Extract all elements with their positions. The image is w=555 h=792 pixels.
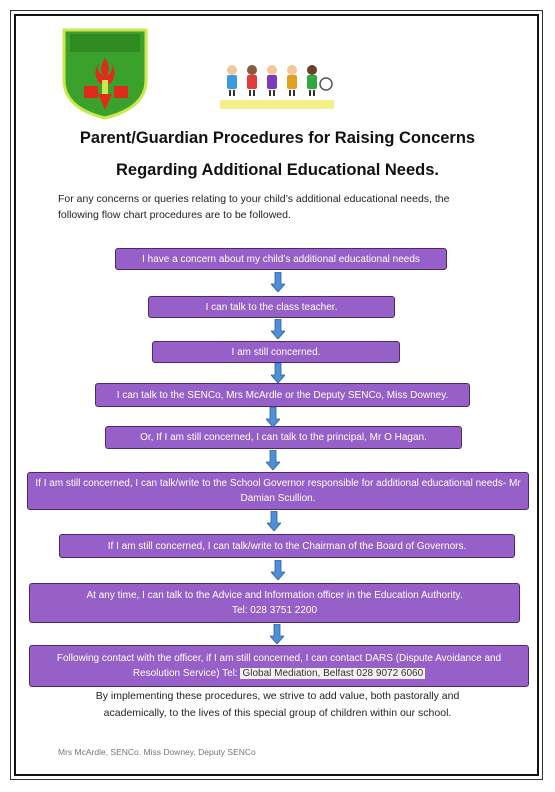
intro-paragraph: For any concerns or queries relating to …: [58, 193, 450, 221]
closing-paragraph: By implementing these procedures, we str…: [95, 690, 460, 719]
footer-signature: Mrs McArdle, SENCo. Miss Downey, Deputy …: [58, 747, 256, 757]
page-title-line-2: Regarding Additional Educational Needs.: [115, 161, 439, 179]
down-arrow-icon: [267, 511, 281, 531]
flow-step-9-text: Following contact with the officer, if I…: [56, 653, 502, 679]
page-border-inner: [14, 14, 539, 776]
page-title-line-1: Parent/Guardian Procedures for Raising C…: [79, 129, 476, 147]
flow-step-4: I can talk to the SENCo, Mrs McArdle or …: [95, 383, 470, 407]
down-arrow-icon: [266, 450, 280, 470]
flow-step-8-phone: Tel: 028 3751 2200: [231, 605, 318, 616]
flow-step-8: At any time, I can talk to the Advice an…: [29, 583, 520, 623]
flow-step-3: I am still concerned.: [152, 341, 400, 363]
flow-step-2: I can talk to the class teacher.: [148, 296, 395, 318]
flow-step-7: If I am still concerned, I can talk/writ…: [59, 534, 515, 558]
special-education-logo: [220, 65, 334, 109]
down-arrow-icon: [271, 319, 285, 339]
flow-step-1: I have a concern about my child’s additi…: [115, 248, 447, 270]
school-crest-logo: [62, 28, 148, 120]
flow-step-9: Following contact with the officer, if I…: [29, 645, 529, 687]
flow-step-9-contact: Global Mediation, Belfast 028 9072 6060: [240, 668, 426, 679]
flow-step-5: Or, If I am still concerned, I can talk …: [105, 426, 462, 449]
flow-step-8-text: At any time, I can talk to the Advice an…: [86, 590, 463, 601]
down-arrow-icon: [270, 624, 284, 644]
down-arrow-icon: [271, 560, 285, 580]
down-arrow-icon: [271, 363, 285, 383]
flow-step-6: If I am still concerned, I can talk/writ…: [27, 472, 529, 510]
down-arrow-icon: [266, 407, 280, 427]
down-arrow-icon: [271, 272, 285, 292]
page-border-outer: [10, 10, 543, 780]
